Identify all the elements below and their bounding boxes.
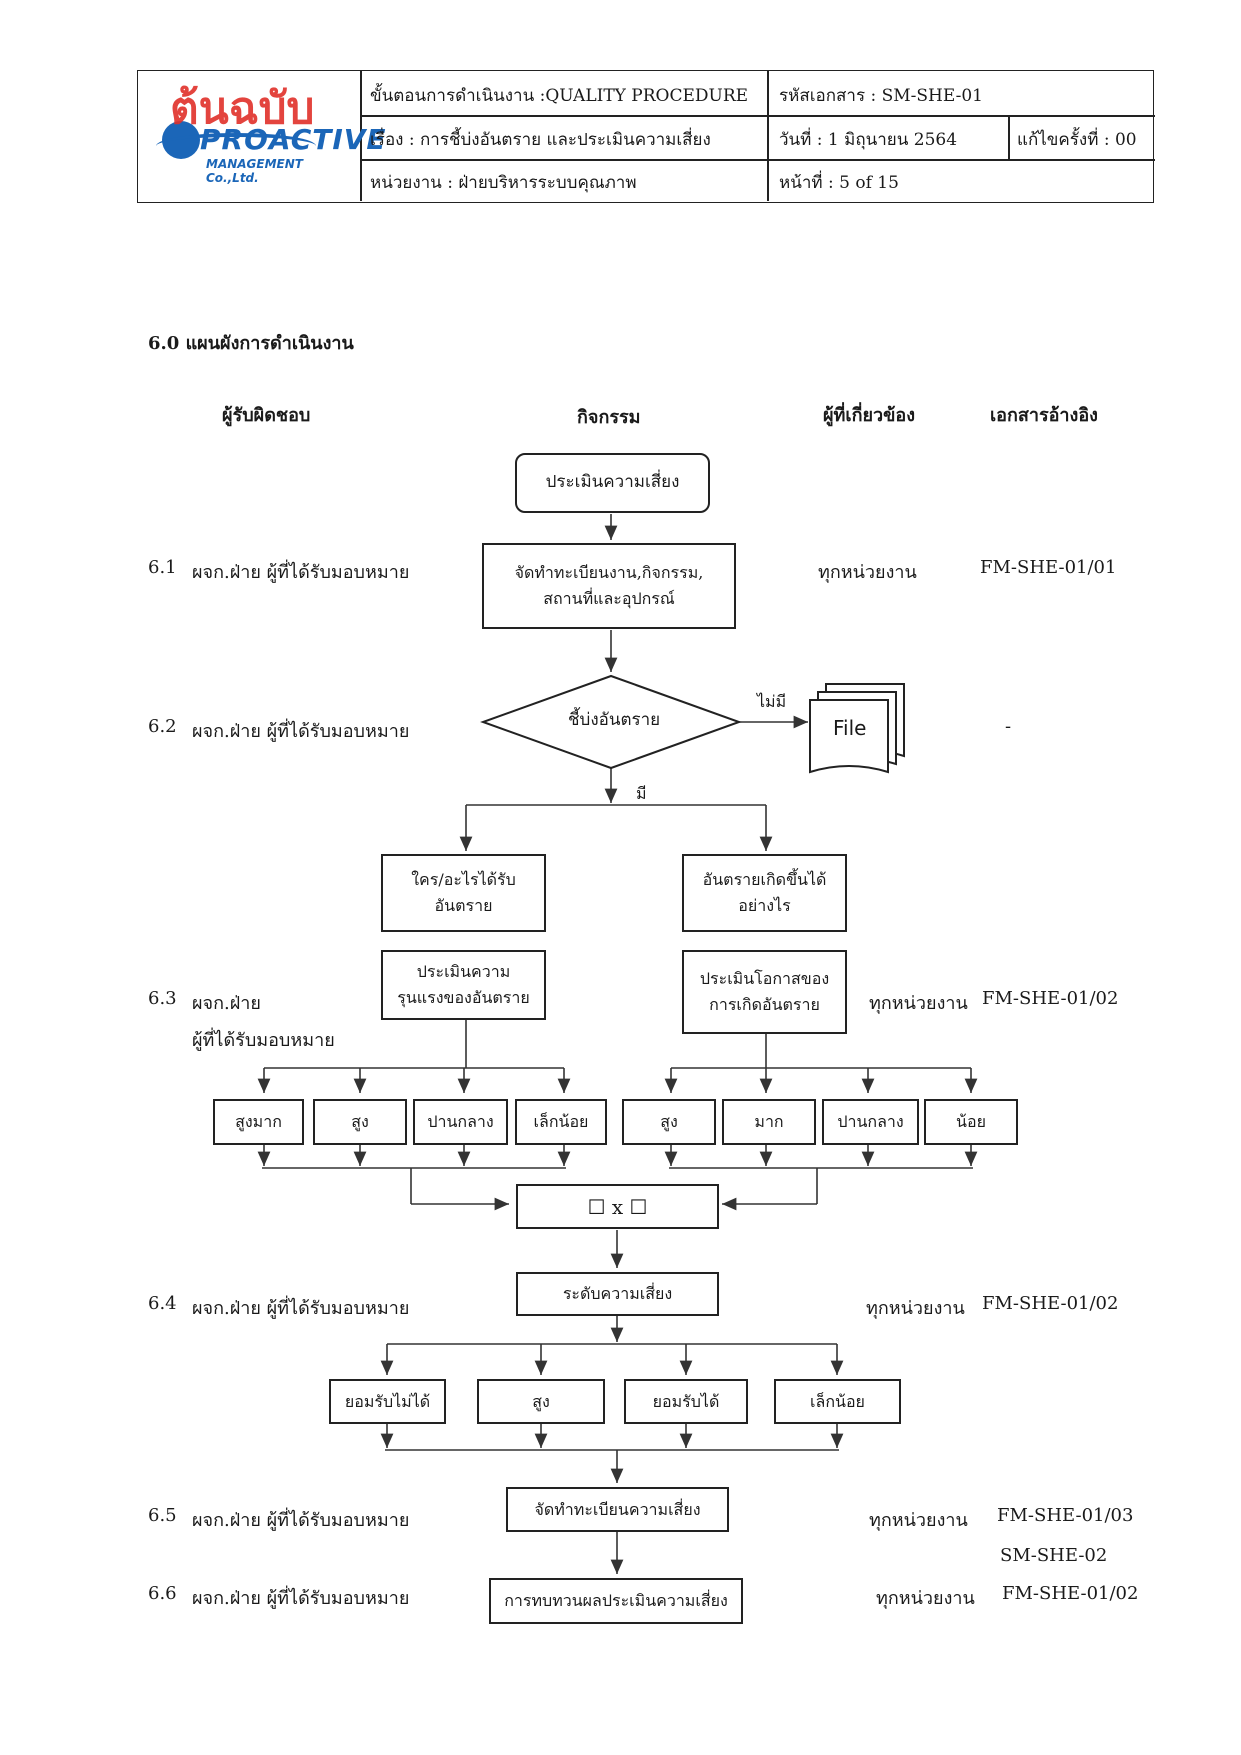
register-line-1: จัดทำทะเบียนงาน,กิจกรรม, bbox=[514, 563, 704, 583]
severity-level-label: สูงมาก bbox=[235, 1112, 282, 1132]
who-harmed-box: ใคร/อะไรได้รับ อันตราย bbox=[381, 854, 546, 932]
document-header: PROACTIVE MANAGEMENT Co.,Ltd. ต้นฉบับ ขั… bbox=[137, 70, 1155, 203]
step-6-6-responsible: ผจก.ฝ่าย ผู้ที่ได้รับมอบหมาย bbox=[192, 1588, 410, 1609]
file-document-icon bbox=[809, 683, 905, 774]
step-6-1-related: ทุกหน่วยงาน bbox=[818, 562, 917, 583]
decision-label: ชี้บ่งอันตราย bbox=[568, 710, 661, 730]
severity-level-label: สูง bbox=[351, 1112, 369, 1132]
likelihood-level-box: น้อย bbox=[924, 1099, 1018, 1145]
severity-level-label: ปานกลาง bbox=[427, 1112, 494, 1132]
step-6-4-responsible: ผจก.ฝ่าย ผู้ที่ได้รับมอบหมาย bbox=[192, 1298, 410, 1319]
step-6-6-reference: FM-SHE-01/02 bbox=[1002, 1583, 1139, 1604]
how-harm-line-1: อันตรายเกิดขึ้นได้ bbox=[702, 870, 827, 890]
review-box: การทบทวนผลประเมินความเสี่ยง bbox=[489, 1578, 743, 1624]
column-activity: กิจกรรม bbox=[577, 407, 641, 428]
start-label: ประเมินความเสี่ยง bbox=[545, 472, 680, 493]
step-6-3-responsible-2: ผู้ที่ได้รับมอบหมาย bbox=[192, 1030, 335, 1051]
severity-box: ประเมินความ รุนแรงของอันตราย bbox=[381, 950, 546, 1020]
who-harmed-line-1: ใคร/อะไรได้รับ bbox=[411, 870, 516, 890]
step-6-4-related: ทุกหน่วยงาน bbox=[866, 1298, 965, 1319]
multiply-box: ☐ x ☐ bbox=[516, 1184, 719, 1229]
step-6-4-reference: FM-SHE-01/02 bbox=[982, 1293, 1119, 1314]
logo-swoosh bbox=[156, 133, 316, 159]
risk-register-label: จัดทำทะเบียนความเสี่ยง bbox=[534, 1499, 701, 1519]
step-6-6-related: ทุกหน่วยงาน bbox=[876, 1588, 975, 1609]
subject: เรื่อง : การชี้บ่งอันตราย และประเมินความ… bbox=[370, 130, 711, 150]
logo-brand-text: PROACTIVE bbox=[200, 123, 387, 156]
revision-number: แก้ไขครั้งที่ : 00 bbox=[1017, 130, 1137, 150]
severity-line-2: รุนแรงของอันตราย bbox=[397, 988, 530, 1007]
how-harm-box: อันตรายเกิดขึ้นได้ อย่างไร bbox=[682, 854, 847, 932]
original-stamp: ต้นฉบับ bbox=[170, 83, 315, 134]
start-terminal: ประเมินความเสี่ยง bbox=[515, 453, 710, 513]
step-6-5-number: 6.5 bbox=[148, 1505, 177, 1526]
severity-level-box: ปานกลาง bbox=[413, 1099, 508, 1145]
likelihood-level-label: น้อย bbox=[956, 1112, 986, 1132]
likelihood-level-box: สูง bbox=[622, 1099, 716, 1145]
likelihood-box: ประเมินโอกาสของ การเกิดอันตราย bbox=[682, 950, 847, 1034]
risk-class-box: สูง bbox=[477, 1379, 605, 1424]
likelihood-level-label: ปานกลาง bbox=[837, 1112, 904, 1132]
likelihood-line-2: การเกิดอันตราย bbox=[709, 995, 820, 1014]
likelihood-level-label: มาก bbox=[754, 1112, 784, 1132]
page-number: หน้าที่ : 5 of 15 bbox=[779, 173, 899, 193]
step-6-2-reference: - bbox=[1005, 716, 1012, 737]
risk-class-label: สูง bbox=[532, 1391, 550, 1411]
company-logo: PROACTIVE MANAGEMENT Co.,Ltd. ต้นฉบับ bbox=[148, 81, 386, 191]
step-6-2-number: 6.2 bbox=[148, 716, 177, 737]
step-6-3-reference: FM-SHE-01/02 bbox=[982, 988, 1119, 1009]
risk-class-box: เล็กน้อย bbox=[774, 1379, 901, 1424]
severity-level-box: เล็กน้อย bbox=[515, 1099, 607, 1145]
who-harmed-line-2: อันตราย bbox=[434, 896, 493, 915]
step-6-3-number: 6.3 bbox=[148, 988, 177, 1009]
severity-level-label: เล็กน้อย bbox=[533, 1112, 589, 1132]
likelihood-line-1: ประเมินโอกาสของ bbox=[699, 969, 830, 989]
step-6-3-related: ทุกหน่วยงาน bbox=[869, 993, 968, 1014]
risk-register-box: จัดทำทะเบียนความเสี่ยง bbox=[506, 1487, 729, 1532]
risk-class-box: ยอมรับไม่ได้ bbox=[329, 1379, 446, 1424]
step-6-1-reference: FM-SHE-01/01 bbox=[980, 557, 1117, 578]
yes-label: มี bbox=[636, 784, 647, 803]
step-6-5-related: ทุกหน่วยงาน bbox=[869, 1510, 968, 1531]
step-6-5-reference-2: SM-SHE-02 bbox=[1000, 1545, 1108, 1566]
severity-level-box: สูงมาก bbox=[213, 1099, 304, 1145]
step-6-6-number: 6.6 bbox=[148, 1583, 177, 1604]
likelihood-level-box: มาก bbox=[722, 1099, 816, 1145]
step-6-2-responsible: ผจก.ฝ่าย ผู้ที่ได้รับมอบหมาย bbox=[192, 721, 410, 742]
column-reference: เอกสารอ้างอิง bbox=[990, 405, 1098, 426]
file-label: File bbox=[833, 716, 867, 740]
column-responsible: ผู้รับผิดชอบ bbox=[222, 405, 311, 426]
effective-date: วันที่ : 1 มิถุนายน 2564 bbox=[779, 130, 958, 150]
review-label: การทบทวนผลประเมินความเสี่ยง bbox=[504, 1591, 728, 1611]
risk-class-label: ยอมรับไม่ได้ bbox=[344, 1391, 431, 1411]
step-6-5-reference: FM-SHE-01/03 bbox=[997, 1505, 1134, 1526]
step-6-1-responsible: ผจก.ฝ่าย ผู้ที่ได้รับมอบหมาย bbox=[192, 562, 410, 583]
likelihood-level-box: ปานกลาง bbox=[822, 1099, 919, 1145]
severity-line-1: ประเมินความ bbox=[416, 962, 511, 982]
register-box: จัดทำทะเบียนงาน,กิจกรรม, สถานที่และอุปกร… bbox=[482, 543, 736, 629]
multiply-label: ☐ x ☐ bbox=[587, 1194, 648, 1219]
how-harm-line-2: อย่างไร bbox=[738, 896, 791, 915]
logo-company-text: MANAGEMENT Co.,Ltd. bbox=[206, 157, 303, 185]
severity-level-box: สูง bbox=[313, 1099, 407, 1145]
step-6-5-responsible: ผจก.ฝ่าย ผู้ที่ได้รับมอบหมาย bbox=[192, 1510, 410, 1531]
department: หน่วยงาน : ฝ่ายบริหารระบบคุณภาพ bbox=[370, 173, 637, 193]
no-label: ไม่มี bbox=[757, 692, 787, 711]
risk-level-label: ระดับความเสี่ยง bbox=[562, 1284, 673, 1304]
section-title: 6.0 แผนผังการดำเนินงาน bbox=[148, 333, 354, 354]
document-code: รหัสเอกสาร : SM-SHE-01 bbox=[779, 86, 983, 106]
column-related: ผู้ที่เกี่ยวข้อง bbox=[823, 405, 916, 426]
step-6-1-number: 6.1 bbox=[148, 557, 177, 578]
register-line-2: สถานที่และอุปกรณ์ bbox=[543, 589, 675, 608]
risk-class-label: เล็กน้อย bbox=[810, 1391, 865, 1411]
risk-class-box: ยอมรับได้ bbox=[624, 1379, 748, 1424]
likelihood-level-label: สูง bbox=[660, 1112, 678, 1132]
procedure-type: ขั้นตอนการดำเนินงาน :QUALITY PROCEDURE bbox=[370, 86, 749, 106]
decision-diamond bbox=[480, 674, 742, 770]
risk-class-label: ยอมรับได้ bbox=[652, 1391, 720, 1411]
step-6-3-responsible-1: ผจก.ฝ่าย bbox=[192, 993, 261, 1014]
risk-level-box: ระดับความเสี่ยง bbox=[516, 1272, 719, 1316]
step-6-4-number: 6.4 bbox=[148, 1293, 177, 1314]
